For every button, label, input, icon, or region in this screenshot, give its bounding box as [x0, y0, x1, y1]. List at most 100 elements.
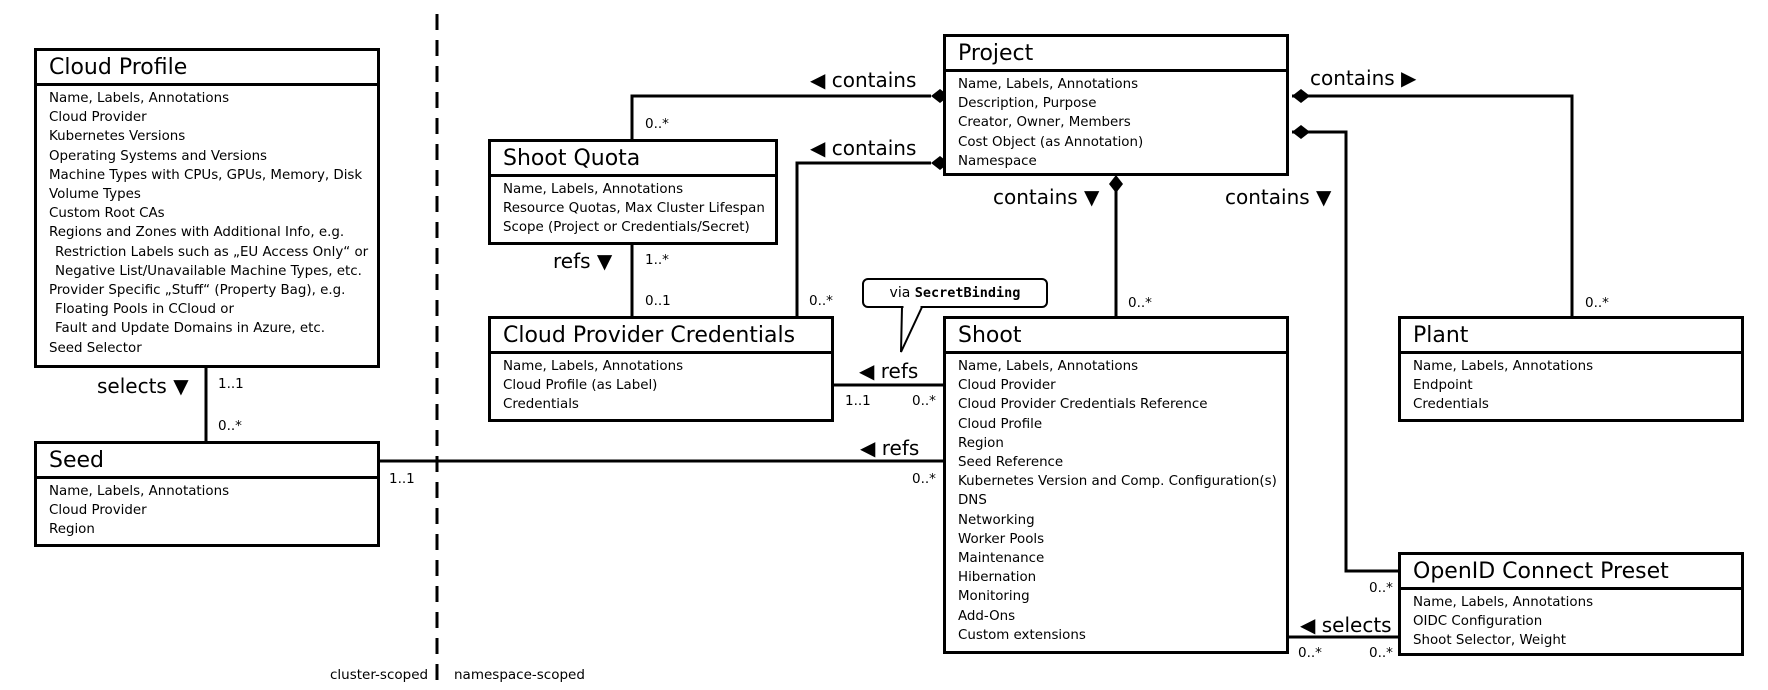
attribute: Cloud Profile: [958, 416, 1043, 432]
project-title: Project: [946, 37, 1286, 72]
plant-box: Plant Name, Labels, Annotations Endpoint…: [1398, 316, 1744, 422]
attribute: Networking: [958, 512, 1035, 528]
relation-refs-creds: ◀ refs: [859, 359, 919, 383]
attribute: Regions and Zones with Additional Info, …: [49, 225, 345, 241]
multiplicity: 0..*: [645, 116, 669, 132]
seed-box: Seed Name, Labels, Annotations Cloud Pro…: [34, 441, 380, 547]
attribute: Operating Systems and Versions: [49, 148, 268, 164]
seed-title: Seed: [37, 444, 377, 479]
attribute: Cloud Provider Credentials Reference: [958, 397, 1208, 413]
cloud-profile-box: Cloud Profile Name, Labels, Annotations …: [34, 48, 380, 368]
attribute: Volume Types: [49, 187, 141, 203]
callout-prefix: via: [889, 285, 911, 301]
relation-selects-seed: selects ▼: [97, 374, 189, 398]
line-project-creds: [795, 161, 931, 316]
attribute: Machine Types with CPUs, GPUs, Memory, D…: [49, 167, 363, 183]
oidc-preset-title: OpenID Connect Preset: [1401, 555, 1741, 590]
attribute: Name, Labels, Annotations: [49, 91, 230, 106]
attribute: Credentials: [1413, 397, 1489, 413]
attribute: Name, Labels, Annotations: [958, 359, 1139, 374]
cloud-provider-credentials-title: Cloud Provider Credentials: [491, 319, 831, 354]
attribute: Worker Pools: [958, 531, 1045, 547]
relation-refs-quota: refs ▼: [553, 249, 613, 273]
attribute: Hibernation: [958, 570, 1037, 586]
attribute: Resource Quotas, Max Cluster Lifespan: [503, 201, 765, 217]
attribute: Add-Ons: [958, 608, 1016, 624]
attribute: Cloud Profile (as Label): [503, 378, 658, 394]
cloud-provider-credentials-attributes: Name, Labels, Annotations Cloud Profile …: [491, 354, 831, 419]
attribute: Provider Specific „Stuff“ (Property Bag)…: [49, 283, 346, 299]
attribute: Name, Labels, Annotations: [49, 484, 230, 499]
project-box: Project Name, Labels, Annotations Descri…: [943, 34, 1289, 176]
attribute: Name, Labels, Annotations: [503, 182, 684, 197]
multiplicity: 1..1: [218, 376, 244, 392]
attribute: Shoot Selector, Weight: [1413, 633, 1567, 649]
seed-attributes: Name, Labels, Annotations Cloud Provider…: [37, 479, 377, 544]
attribute: Monitoring: [958, 589, 1030, 605]
attribute: Scope (Project or Credentials/Secret): [503, 220, 750, 236]
callout-code: SecretBinding: [914, 285, 1021, 301]
line-project-quota: [630, 94, 931, 140]
attribute: Restriction Labels such as „EU Access On…: [55, 244, 369, 260]
attribute: Cost Object (as Annotation): [958, 134, 1144, 150]
diamond-project-oidc: [1292, 125, 1310, 139]
relation-selects-oidc: ◀ selects: [1300, 613, 1392, 637]
shoot-title: Shoot: [946, 319, 1286, 354]
attribute: Seed Selector: [49, 340, 142, 356]
attribute: Cloud Provider: [49, 503, 147, 519]
diamond-project-plant: [1292, 89, 1310, 103]
multiplicity: 1..*: [645, 252, 669, 268]
relation-contains-creds: ◀ contains: [810, 136, 917, 160]
multiplicity: 0..*: [912, 393, 936, 409]
multiplicity: 0..*: [809, 293, 833, 309]
relation-contains-shoot: contains ▼: [993, 185, 1100, 209]
attribute: Negative List/Unavailable Machine Types,…: [55, 263, 362, 279]
oidc-preset-attributes: Name, Labels, Annotations OIDC Configura…: [1401, 590, 1741, 655]
shoot-quota-title: Shoot Quota: [491, 142, 775, 177]
shoot-quota-attributes: Name, Labels, Annotations Resource Quota…: [491, 177, 775, 242]
multiplicity: 1..1: [389, 471, 415, 487]
cloud-profile-attributes: Name, Labels, Annotations Cloud Provider…: [37, 86, 377, 362]
line-project-oidc: [1292, 130, 1398, 573]
attribute: OIDC Configuration: [1413, 614, 1543, 630]
multiplicity: 0..*: [1369, 580, 1393, 596]
relation-contains-quota: ◀ contains: [810, 68, 917, 92]
relation-refs-seed: ◀ refs: [860, 436, 920, 460]
attribute: Kubernetes Versions: [49, 129, 186, 145]
attribute: Floating Pools in CCloud or: [55, 302, 234, 318]
multiplicity: 0..*: [912, 471, 936, 487]
attribute: Endpoint: [1413, 378, 1473, 394]
attribute: Name, Labels, Annotations: [503, 359, 684, 374]
attribute: Credentials: [503, 397, 579, 413]
scope-label-cluster: cluster-scoped: [330, 667, 429, 683]
attribute: Fault and Update Domains in Azure, etc.: [55, 321, 325, 337]
attribute: Name, Labels, Annotations: [1413, 359, 1594, 374]
shoot-attributes: Name, Labels, Annotations Cloud Provider…: [946, 354, 1286, 649]
cloud-profile-title: Cloud Profile: [37, 51, 377, 86]
attribute: Cloud Provider: [49, 110, 147, 126]
relation-contains-oidc: contains ▼: [1225, 185, 1332, 209]
attribute: DNS: [958, 493, 987, 509]
secretbinding-callout: via SecretBinding: [862, 278, 1048, 308]
attribute: Description, Purpose: [958, 96, 1097, 112]
attribute: Region: [958, 435, 1004, 451]
attribute: Kubernetes Version and Comp. Configurati…: [958, 474, 1277, 490]
multiplicity: 0..*: [218, 418, 242, 434]
attribute: Creator, Owner, Members: [958, 115, 1131, 131]
plant-title: Plant: [1401, 319, 1741, 354]
shoot-box: Shoot Name, Labels, Annotations Cloud Pr…: [943, 316, 1289, 654]
multiplicity: 1..1: [845, 393, 871, 409]
multiplicity: 0..*: [1128, 295, 1152, 311]
attribute: Name, Labels, Annotations: [1413, 595, 1594, 610]
attribute: Namespace: [958, 153, 1037, 169]
attribute: Region: [49, 522, 95, 538]
attribute: Seed Reference: [958, 455, 1064, 471]
attribute: Custom Root CAs: [49, 206, 165, 222]
scope-label-namespace: namespace-scoped: [454, 667, 585, 683]
project-attributes: Name, Labels, Annotations Description, P…: [946, 72, 1286, 175]
multiplicity: 0..*: [1298, 645, 1322, 661]
line-project-plant: [1292, 94, 1574, 316]
cloud-provider-credentials-box: Cloud Provider Credentials Name, Labels,…: [488, 316, 834, 422]
attribute: Name, Labels, Annotations: [958, 77, 1139, 92]
